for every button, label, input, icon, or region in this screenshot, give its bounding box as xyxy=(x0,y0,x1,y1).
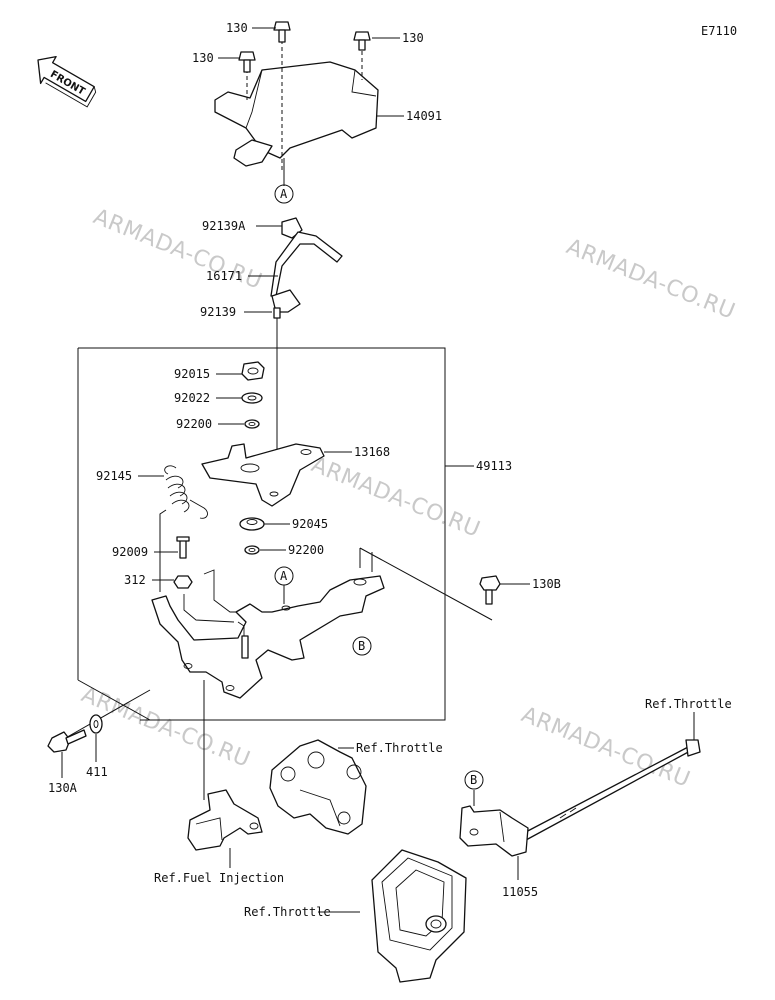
throttle-body-bottom xyxy=(371,849,467,983)
callout-a-top: A xyxy=(274,158,294,204)
label-130B: 130B xyxy=(532,577,561,591)
diagram-code: E7110 xyxy=(701,24,737,38)
label-13168: 13168 xyxy=(354,445,390,459)
label-411: 411 xyxy=(86,765,108,779)
callout-b-mid: B xyxy=(352,636,372,656)
bolt-130-top xyxy=(273,21,291,43)
svg-text:B: B xyxy=(358,639,365,653)
callout-b-bottom: B xyxy=(464,770,484,790)
lever-13168 xyxy=(201,443,325,507)
label-130-left: 130 xyxy=(192,51,214,65)
label-92022: 92022 xyxy=(174,391,210,405)
leader-lines xyxy=(61,27,530,913)
ref-throttle-bottom: Ref.Throttle xyxy=(244,905,331,919)
label-130-top: 130 xyxy=(226,21,248,35)
label-11055: 11055 xyxy=(502,885,538,899)
washer-92200-a xyxy=(244,419,260,429)
label-130-right: 130 xyxy=(402,31,424,45)
watermarks: ARMADA-CO.RU ARMADA-CO.RU ARMADA-CO.RU A… xyxy=(78,204,739,792)
label-16171: 16171 xyxy=(206,269,242,283)
bolt-130B xyxy=(479,575,501,605)
nut-312 xyxy=(173,575,193,589)
throttle-body-mid xyxy=(269,739,367,835)
bolt-130-right xyxy=(353,31,371,51)
washer-92022 xyxy=(241,392,263,404)
label-92015: 92015 xyxy=(174,367,210,381)
label-14091: 14091 xyxy=(406,109,442,123)
leader-130a xyxy=(54,689,151,745)
assembly-box-49113 xyxy=(77,347,446,721)
label-130A: 130A xyxy=(48,781,78,795)
sensor-part xyxy=(187,789,263,868)
front-arrow-icon: FRONT xyxy=(37,55,97,108)
ref-fuel-injection: Ref.Fuel Injection xyxy=(154,871,284,885)
bolt-130A xyxy=(47,729,87,753)
ref-throttle-top: Ref.Throttle xyxy=(645,697,732,711)
svg-text:A: A xyxy=(280,569,288,583)
stud-92009 xyxy=(176,536,190,559)
svg-text:A: A xyxy=(280,187,288,201)
label-92145: 92145 xyxy=(96,469,132,483)
washer-411 xyxy=(89,714,103,734)
label-92139: 92139 xyxy=(200,305,236,319)
ref-throttle-mid: Ref.Throttle xyxy=(356,741,443,755)
watermark-5: ARMADA-CO.RU xyxy=(518,702,694,792)
clip-92139 xyxy=(271,289,301,319)
cable-16171 xyxy=(270,231,343,297)
bracket-plate xyxy=(151,569,385,699)
watermark-4: ARMADA-CO.RU xyxy=(78,682,254,772)
label-92009: 92009 xyxy=(112,545,148,559)
cover-14091 xyxy=(214,40,379,170)
throttle-rod xyxy=(521,712,701,841)
label-92200-b: 92200 xyxy=(288,543,324,557)
guide-zigzag xyxy=(159,509,167,592)
bracket-11055 xyxy=(459,790,529,880)
label-92045: 92045 xyxy=(292,517,328,531)
label-92139A: 92139A xyxy=(202,219,246,233)
watermark-2: ARMADA-CO.RU xyxy=(563,234,739,324)
nut-92015 xyxy=(241,361,265,381)
svg-text:B: B xyxy=(470,773,477,787)
washer-92200-b xyxy=(244,545,260,555)
bolt-130-left xyxy=(238,51,256,73)
label-92200-a: 92200 xyxy=(176,417,212,431)
label-312: 312 xyxy=(124,573,146,587)
grommet-92045 xyxy=(239,517,265,531)
leader-130b xyxy=(359,547,493,621)
label-49113: 49113 xyxy=(476,459,512,473)
callout-a-mid: A xyxy=(274,566,294,604)
spring-92145 xyxy=(164,465,208,519)
